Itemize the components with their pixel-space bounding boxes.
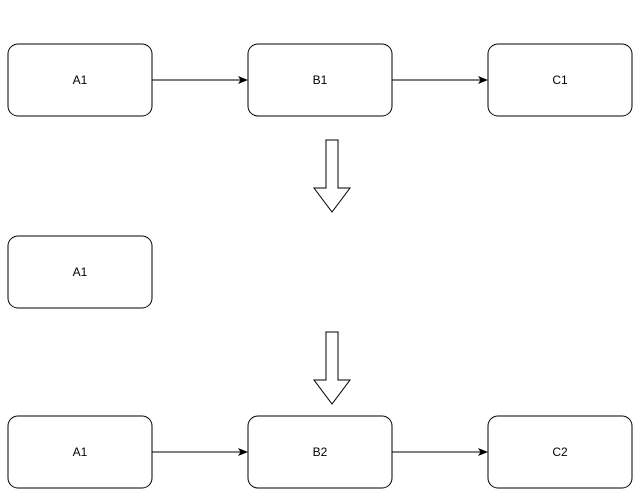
node-c2[interactable]: C2 bbox=[487, 415, 633, 489]
node-a1-stage-3-label: A1 bbox=[73, 445, 88, 459]
node-c2-label: C2 bbox=[552, 445, 568, 459]
stage-1: A1 B1 C1 bbox=[7, 43, 633, 117]
node-b1[interactable]: B1 bbox=[247, 43, 393, 117]
node-a1-stage-2[interactable]: A1 bbox=[7, 235, 153, 309]
stage-3: A1 B2 C2 bbox=[7, 415, 633, 489]
node-b2[interactable]: B2 bbox=[247, 415, 393, 489]
node-a1-label: A1 bbox=[73, 73, 88, 87]
transition-arrow-2 bbox=[313, 331, 351, 405]
node-b2-label: B2 bbox=[313, 445, 328, 459]
stage-2: A1 bbox=[7, 235, 153, 309]
node-a1-stage-3[interactable]: A1 bbox=[7, 415, 153, 489]
node-c1-label: C1 bbox=[552, 73, 568, 87]
node-a1[interactable]: A1 bbox=[7, 43, 153, 117]
transition-arrow-1 bbox=[313, 139, 351, 213]
node-b1-label: B1 bbox=[313, 73, 328, 87]
node-a1-stage-2-label: A1 bbox=[73, 265, 88, 279]
node-c1[interactable]: C1 bbox=[487, 43, 633, 117]
